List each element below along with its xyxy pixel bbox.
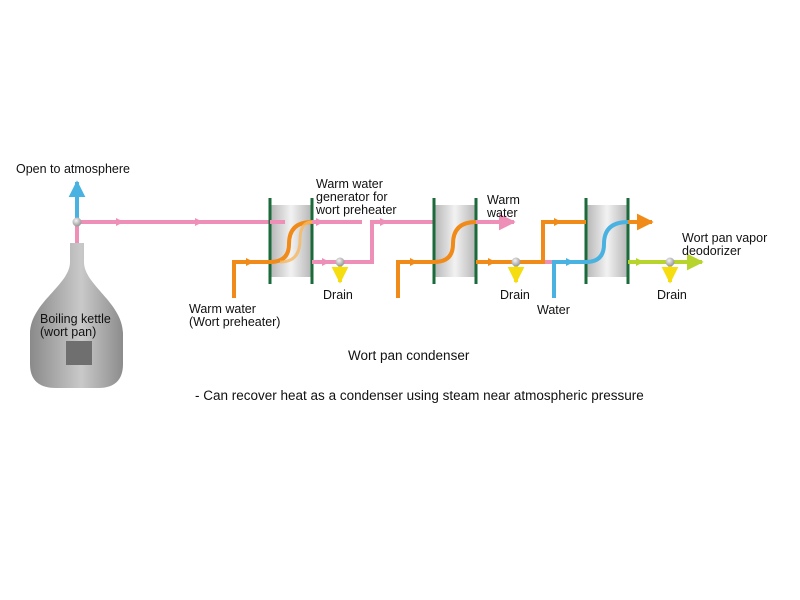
arrow-condensate-2 xyxy=(488,258,496,266)
label-warm-water-generator: Warm water generator for wort preheater xyxy=(316,177,397,217)
exchanger-2-flows xyxy=(396,213,586,298)
arrow-warm-out-1 xyxy=(316,218,324,226)
arrow-condensate-1 xyxy=(322,258,330,266)
kettle-window xyxy=(66,341,92,365)
arrow-water-in xyxy=(566,258,574,266)
label-warm-water: Warm water xyxy=(487,193,520,220)
valve-drain-2 xyxy=(511,257,521,267)
arrow-warm-in-1 xyxy=(246,258,254,266)
exchanger-3-flows xyxy=(552,213,704,298)
arrow-to-ex3 xyxy=(554,218,562,226)
valve-vent xyxy=(72,217,82,227)
label-drain-2: Drain xyxy=(500,288,530,302)
label-water: Water xyxy=(537,303,570,317)
label-drain-1: Drain xyxy=(323,288,353,302)
label-boiling-kettle: Boiling kettle (wort pan) xyxy=(40,312,111,339)
label-drain-3: Drain xyxy=(657,288,687,302)
diagram-title: Wort pan condenser xyxy=(348,348,470,363)
valve-drain-3 xyxy=(665,257,675,267)
arrow-warm-in-2 xyxy=(410,258,418,266)
diagram-note: - Can recover heat as a condenser using … xyxy=(195,388,644,403)
label-open-to-atmosphere: Open to atmosphere xyxy=(16,162,130,176)
label-warm-water-preheater: Warm water (Wort preheater) xyxy=(189,302,281,329)
heat-exchanger-3 xyxy=(584,198,630,284)
valve-drain-1 xyxy=(335,257,345,267)
boiling-kettle xyxy=(30,243,123,388)
label-vapor-deodorizer: Wort pan vapor deodorizer xyxy=(682,231,768,258)
